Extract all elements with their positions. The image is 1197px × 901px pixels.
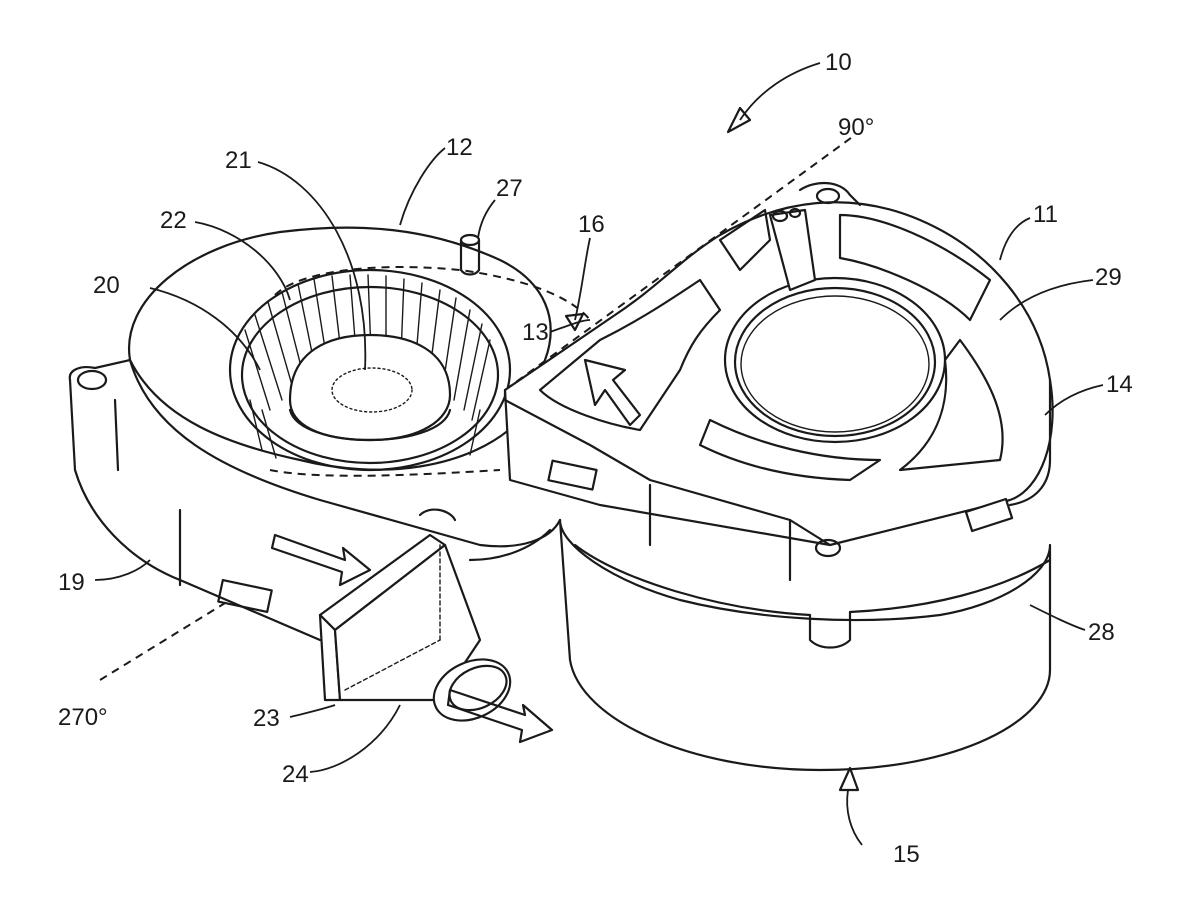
label-28: 28: [1088, 619, 1115, 646]
label-90-degrees: 90°: [838, 114, 874, 141]
label-29: 29: [1095, 264, 1122, 291]
label-19: 19: [58, 569, 85, 596]
label-13: 13: [522, 319, 549, 346]
label-20: 20: [93, 272, 120, 299]
label-10: 10: [825, 49, 852, 76]
label-27: 27: [496, 175, 523, 202]
label-23: 23: [253, 705, 280, 732]
label-11: 11: [1033, 201, 1058, 228]
label-14: 14: [1106, 371, 1133, 398]
label-22: 22: [160, 207, 187, 234]
scroll-outline-lower: [270, 470, 500, 476]
label-15: 15: [893, 841, 920, 868]
reference-line-270: [100, 600, 230, 680]
label-24: 24: [282, 761, 309, 788]
label-12: 12: [446, 134, 473, 161]
right-housing: [505, 183, 1053, 580]
label-21: 21: [225, 147, 252, 174]
label-270-degrees: 270°: [58, 704, 108, 731]
label-16: 16: [578, 211, 605, 238]
filter-28: [560, 520, 1050, 770]
left-blower-housing: [70, 228, 560, 640]
